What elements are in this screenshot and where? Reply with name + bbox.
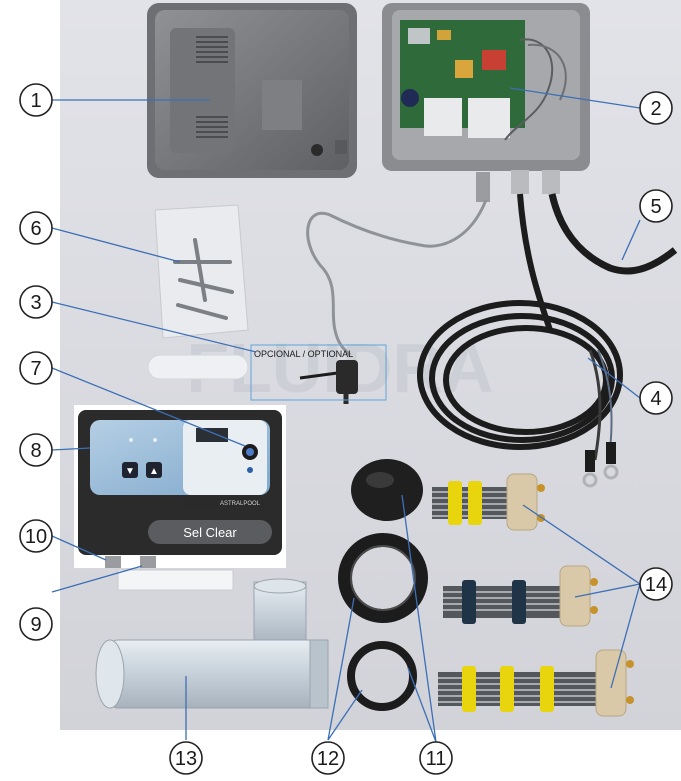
- part-electrode-short: [432, 473, 545, 531]
- part-seal-ring: [347, 641, 417, 711]
- callout-1: 1: [19, 83, 53, 117]
- callout-9: 9: [19, 607, 53, 641]
- callout-markers: 1 2 3 4 5 6 7 8: [19, 83, 673, 775]
- svg-text:1: 1: [30, 90, 41, 112]
- svg-text:▲: ▲: [149, 466, 159, 477]
- device-brand-label: Sel Clear: [183, 525, 237, 540]
- part-electronics-box: [382, 3, 590, 171]
- optional-label: OPCIONAL / OPTIONAL: [254, 349, 353, 359]
- part-cell-body: [95, 578, 329, 709]
- callout-12: 12: [311, 741, 345, 775]
- callout-3: 3: [19, 285, 53, 319]
- svg-text:11: 11: [426, 748, 447, 770]
- svg-text:14: 14: [645, 574, 667, 596]
- part-sensor-cable: [306, 199, 488, 357]
- svg-text:9: 9: [30, 614, 41, 636]
- cable-glands: [476, 170, 560, 202]
- svg-text:10: 10: [25, 526, 47, 548]
- svg-text:2: 2: [650, 98, 661, 120]
- callout-8: 8: [19, 433, 53, 467]
- callout-13: 13: [169, 741, 203, 775]
- svg-text:4: 4: [650, 388, 661, 410]
- part-temperature-probe: [147, 354, 358, 404]
- callout-7: 7: [19, 351, 53, 385]
- callout-2: 2: [639, 91, 673, 125]
- callout-14: 14: [639, 567, 673, 601]
- callout-10: 10: [19, 519, 53, 553]
- part-electrode-long: [438, 649, 634, 717]
- svg-text:7: 7: [30, 358, 41, 380]
- part-housing-lid: [147, 3, 357, 178]
- part-power-cable: [548, 193, 678, 275]
- svg-text:3: 3: [30, 292, 41, 314]
- callout-11: 11: [419, 741, 453, 775]
- svg-text:▼: ▼: [125, 466, 135, 477]
- svg-text:12: 12: [317, 748, 339, 770]
- svg-text:5: 5: [650, 196, 661, 218]
- callout-6: 6: [19, 211, 53, 245]
- svg-text:13: 13: [175, 748, 197, 770]
- svg-text:8: 8: [30, 440, 41, 462]
- part-cap-and-ring: [338, 459, 428, 623]
- callout-5: 5: [639, 189, 673, 223]
- part-control-unit: ▼ ▲ ASTRALPOOL Sel Clear: [74, 405, 286, 568]
- optional-frame: [250, 344, 387, 401]
- cable-terminals: [582, 442, 619, 488]
- manual-booklet: [117, 569, 234, 591]
- part-electrode-medium: [443, 565, 598, 627]
- maker-badge: ASTRALPOOL: [220, 501, 261, 507]
- callout-4: 4: [639, 381, 673, 415]
- callout-leader-lines: [51, 87, 641, 743]
- svg-text:6: 6: [30, 218, 41, 240]
- part-screw-bag: [154, 204, 249, 339]
